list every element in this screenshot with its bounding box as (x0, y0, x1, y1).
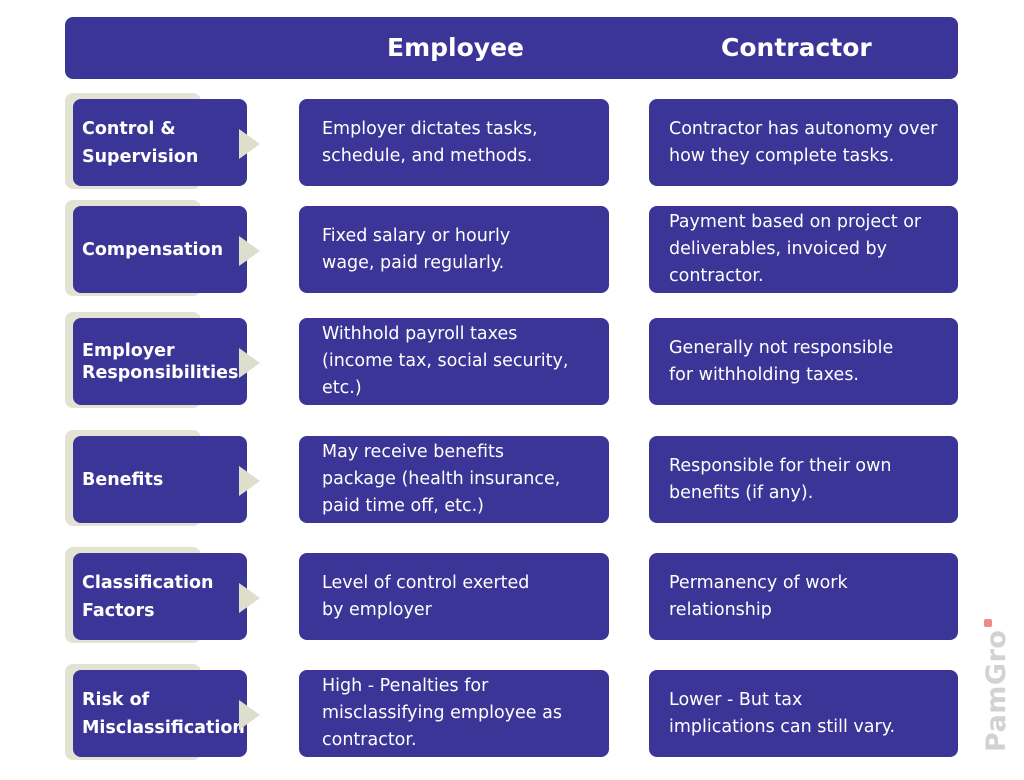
employee-cell: Withhold payroll taxes (income tax, soci… (299, 318, 609, 405)
arrow-right-icon (239, 466, 260, 496)
row-label-box: Control & Supervision (73, 99, 247, 186)
contractor-cell: Generally not responsible for withholdin… (649, 318, 958, 405)
arrow-right-icon (239, 236, 260, 266)
contractor-cell-text: Permanency of work relationship (669, 572, 848, 620)
row-label: Employer Responsibilities (82, 340, 239, 383)
employee-cell-text: High - Penalties for misclassifying empl… (322, 676, 562, 750)
row-label: Risk of Misclassification (82, 689, 245, 738)
contractor-cell-text: Generally not responsible for withholdin… (669, 337, 894, 385)
brand-logo: PamGro (981, 629, 1012, 752)
arrow-right-icon (239, 583, 260, 613)
employee-cell-text: Level of control exerted by employer (322, 572, 530, 620)
row-label-box: Risk of Misclassification (73, 670, 247, 757)
employee-column-title: Employee (387, 33, 524, 62)
row-label: Benefits (82, 469, 164, 490)
comparison-row: Employer Responsibilities Withhold payro… (0, 312, 1024, 428)
row-label: Control & Supervision (82, 118, 199, 167)
logo-accent-icon (984, 619, 992, 627)
contractor-cell-text: Responsible for their own benefits (if a… (669, 455, 892, 503)
comparison-row: Compensation Fixed salary or hourly wage… (0, 200, 1024, 316)
row-label-box: Benefits (73, 436, 247, 523)
arrow-right-icon (239, 700, 260, 730)
table-header: Employee Contractor (65, 17, 958, 79)
employee-cell-text: Withhold payroll taxes (income tax, soci… (322, 324, 569, 398)
contractor-cell: Permanency of work relationship (649, 553, 958, 640)
employee-cell: May receive benefits package (health ins… (299, 436, 609, 523)
row-label-box: Classification Factors (73, 553, 247, 640)
contractor-cell: Contractor has autonomy over how they co… (649, 99, 958, 186)
employee-cell-text: Fixed salary or hourly wage, paid regula… (322, 225, 511, 273)
contractor-cell-text: Payment based on project or deliverables… (669, 212, 922, 286)
row-label: Compensation (82, 239, 224, 260)
contractor-cell-text: Contractor has autonomy over how they co… (669, 118, 938, 166)
employee-cell: Fixed salary or hourly wage, paid regula… (299, 206, 609, 293)
contractor-cell: Responsible for their own benefits (if a… (649, 436, 958, 523)
comparison-row: Control & Supervision Employer dictates … (0, 93, 1024, 209)
employee-cell: High - Penalties for misclassifying empl… (299, 670, 609, 757)
employee-cell: Level of control exerted by employer (299, 553, 609, 640)
contractor-cell: Lower - But tax implications can still v… (649, 670, 958, 757)
comparison-row: Benefits May receive benefits package (h… (0, 430, 1024, 546)
arrow-right-icon (239, 348, 260, 378)
comparison-row: Classification Factors Level of control … (0, 547, 1024, 663)
comparison-row: Risk of Misclassification High - Penalti… (0, 664, 1024, 780)
employee-cell-text: Employer dictates tasks, schedule, and m… (322, 118, 538, 166)
contractor-cell-text: Lower - But tax implications can still v… (669, 689, 896, 737)
row-label-box: Compensation (73, 206, 247, 293)
employee-cell-text: May receive benefits package (health ins… (322, 442, 561, 516)
contractor-cell: Payment based on project or deliverables… (649, 206, 958, 293)
row-label: Classification Factors (82, 572, 214, 621)
contractor-column-title: Contractor (721, 33, 872, 62)
employee-cell: Employer dictates tasks, schedule, and m… (299, 99, 609, 186)
arrow-right-icon (239, 129, 260, 159)
row-label-box: Employer Responsibilities (73, 318, 247, 405)
